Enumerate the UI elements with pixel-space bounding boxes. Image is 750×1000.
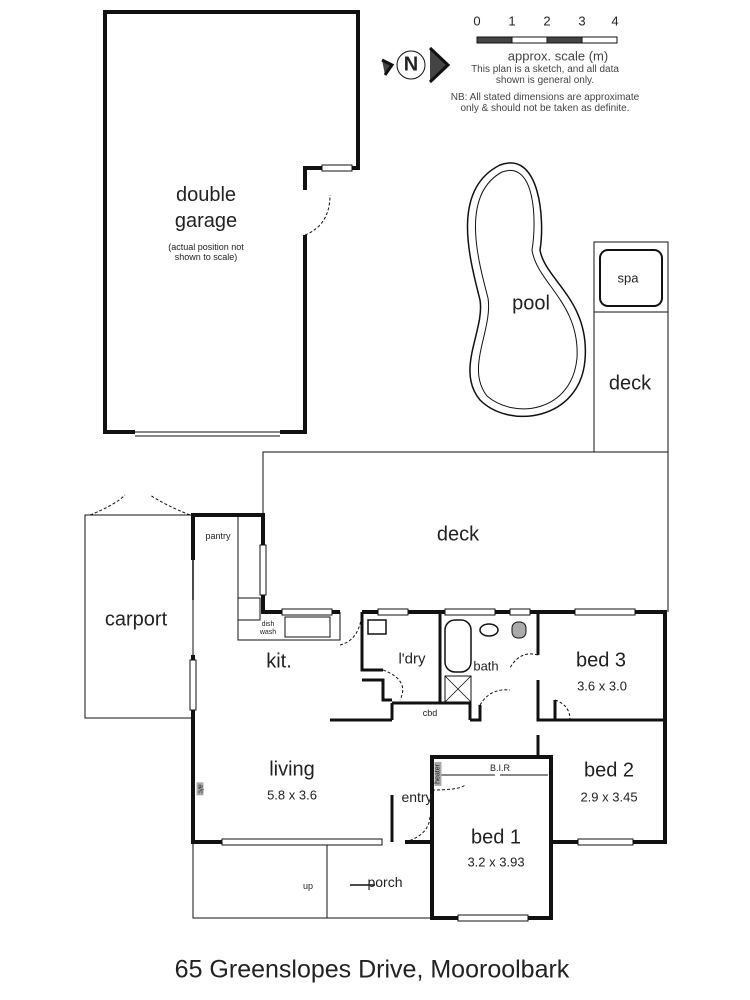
property-address-title: 65 Greenslopes Drive, Mooroolbark [174,955,570,984]
carport-gate [89,494,191,516]
interior-walls [330,612,665,842]
room-label-bir: B.I.R [489,763,511,773]
spa-tub [599,249,663,307]
cooktop [237,597,261,621]
laundry-tub [367,619,387,635]
basin [479,623,499,637]
garage-note: (actual position not shown to scale) [168,242,244,262]
windows [189,164,636,922]
house-walls [191,513,667,844]
garage-walls [103,10,360,434]
room-size-bed2: 2.9 x 3.45 [580,789,638,805]
bathtub [444,619,472,673]
room-label-kitchen: kit. [266,650,292,673]
scale-tick: 1 [508,13,516,29]
garage-side-door [304,194,331,236]
heater-label: heater [434,762,442,786]
garage-door [135,431,280,437]
dimensions-note: NB: All stated dimensions are approximat… [450,92,640,114]
room-label-bed2: bed 2 [583,759,635,782]
sink [284,616,331,638]
room-label-pool: pool [512,292,550,315]
sketch-note: This plan is a sketch, and all data show… [471,64,619,86]
shower-drain [444,675,472,703]
room-label-side-deck: deck [608,372,652,395]
scale-bar [476,36,618,44]
room-label-pantry: pantry [205,531,231,541]
north-label: N [403,53,419,76]
room-label-entry: entry [401,789,433,805]
room-label-carport: carport [104,608,168,631]
room-label-bath: bath [473,658,499,674]
room-label-garage: double garage [174,184,238,232]
scale-label: approx. scale (m) [507,48,609,64]
scale-tick: 3 [578,13,586,29]
north-arrow-icon [381,46,451,84]
toilet [511,621,527,639]
carport-outline [84,514,194,719]
room-label-living: living [269,758,315,781]
door-swings [339,611,571,843]
porch-outline [192,842,432,919]
room-label-deck: deck [436,523,480,546]
ac-label: a/c [196,782,204,796]
north-circle [396,50,426,80]
scale-tick: 0 [473,13,481,29]
pool-inner [475,169,578,410]
scale-tick: 2 [543,13,551,29]
bed1-walls [430,755,553,920]
room-label-spa: spa [617,270,639,286]
room-size-bed3: 3.6 x 3.0 [577,678,627,694]
room-label-bed3: bed 3 [575,649,627,672]
entry-arrow-up [192,560,375,886]
room-size-bed1: 3.2 x 3.93 [467,854,525,870]
scale-tick: 4 [611,13,619,29]
room-size-living: 5.8 x 3.6 [267,787,317,803]
kitchen-bench [237,515,341,641]
shower [444,675,472,703]
porch-up-label: up [302,881,314,891]
dishwasher-label: dish wash [259,621,277,636]
room-label-cbd: cbd [422,708,438,718]
room-label-porch: porch [367,874,403,890]
room-label-bed1: bed 1 [470,826,522,849]
room-label-laundry: l'dry [398,650,426,668]
pool-outline [466,162,587,418]
